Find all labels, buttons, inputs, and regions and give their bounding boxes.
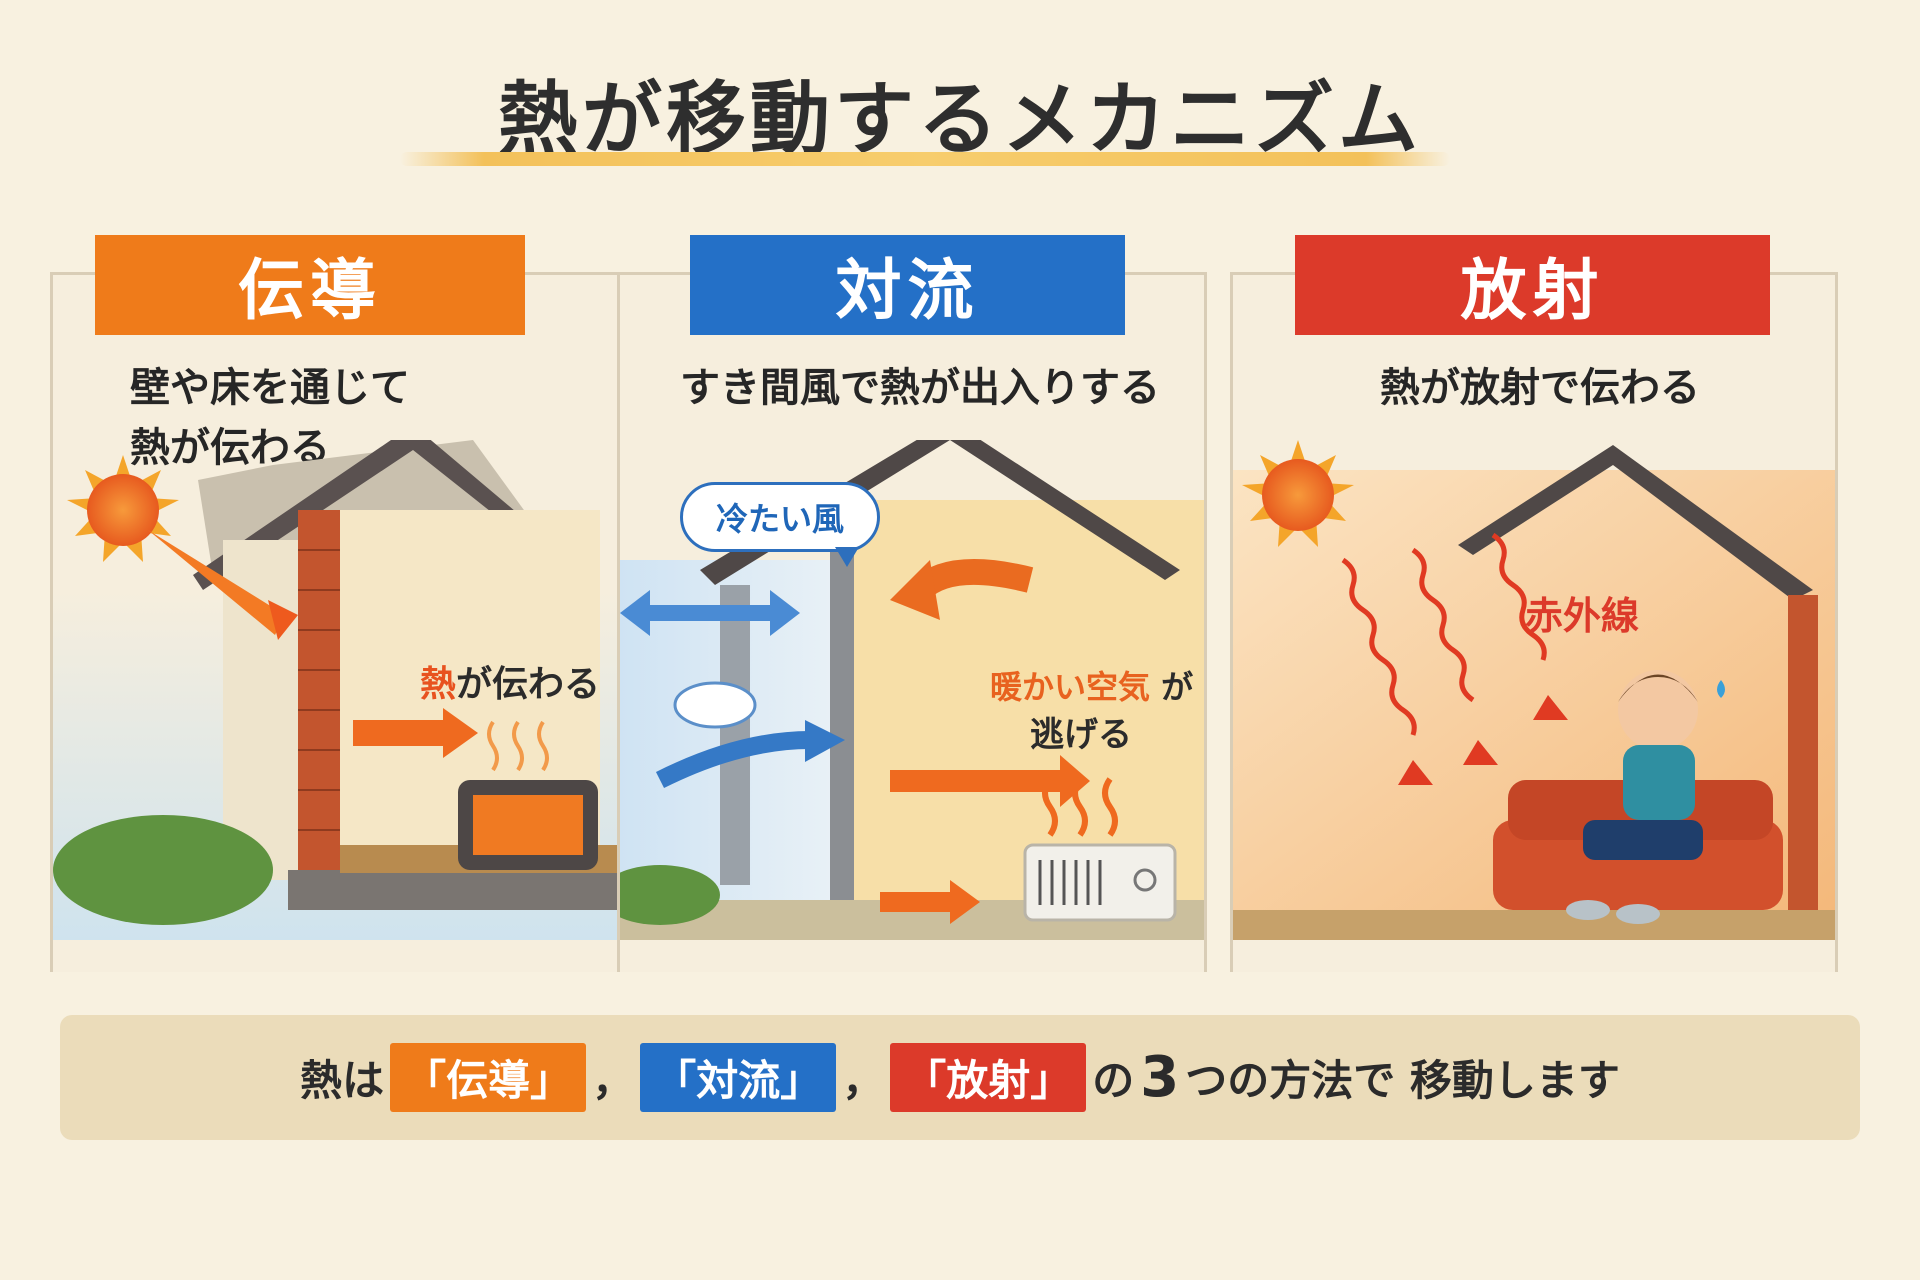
heat-waves-icon [1042,777,1118,837]
person-hair [1618,674,1698,702]
summary-tag-conduction: 「伝導」 [390,1043,587,1112]
description-conduction: 壁や床を通じて 熱が伝わる [130,358,550,478]
cold-draft-double-arrow-icon [620,590,800,636]
heater-glow [473,795,583,855]
summary-tag-radiation: 「放射」 [890,1043,1087,1112]
sun-ray-arrow [148,530,285,635]
summary-prefix: 熱は [300,1056,385,1105]
arrow-head-icon [268,600,298,640]
wave-arrow-head-icon [1533,695,1568,720]
heading-conduction: 伝導 [95,235,525,335]
brick-wall [298,510,340,880]
person-face [1618,670,1698,750]
title-underline [400,152,1450,166]
conduction-scene-label-rest: が伝わる [456,664,601,705]
sun-icon [67,455,179,562]
heat-arrow [353,720,443,746]
conduction-scene-label: 熱が伝わる [420,655,600,707]
warm-air-circulation-arrow-icon [890,559,1034,620]
warm-air-word: 暖かい空気 [990,668,1151,706]
wave-arrow-head-icon [1398,760,1433,785]
warm-air-particle: が [1161,668,1194,706]
warm-air-escape-arrow-icon [890,755,1090,807]
page-title: 熱が移動するメカニズム [498,73,1422,166]
heat-word: 熱 [420,664,457,705]
summary-separator: ， [842,1056,885,1105]
convection-illustration [620,440,1204,940]
summary-suffix: つの方法で 移動します [1185,1056,1620,1105]
summary-separator: ， [592,1056,635,1105]
ac-vent-lines [1038,860,1102,905]
conduction-illustration [53,440,617,940]
floor-base [288,870,617,910]
heading-radiation: 放射 [1295,235,1770,335]
radiation-illustration [1233,440,1835,940]
heat-arrow-head-icon [443,708,478,758]
warm-air-label: 暖かい空気 が [990,662,1193,708]
summary-text: 熱は 「伝導」 ， 「対流」 ， 「放射」 の 3 つの方法で 移動します [60,1015,1860,1140]
sofa-icon [1493,820,1783,910]
bush [53,815,273,925]
sweat-drop-icon [1717,680,1725,698]
escape-label: 逃げる [1030,715,1132,755]
infrared-wave-icon [1341,532,1547,736]
description-convection: すき間風で熱が出入りする [680,365,1160,411]
summary-tag-convection: 「対流」 [640,1043,837,1112]
slipper-icon [1616,904,1660,924]
cold-wind-bubble: 冷たい風 [680,482,880,567]
sun-icon [1242,440,1354,547]
ac-knob-icon [1133,868,1157,892]
wall-section [830,520,854,900]
brick-wall [1788,595,1818,925]
summary-mid: の [1092,1056,1135,1105]
cloud-icon [673,681,757,729]
slipper-icon [1566,900,1610,920]
floor-draft-arrow-icon [880,880,980,924]
brick-lines [298,549,340,831]
outer-post [720,585,750,885]
infrared-label: 赤外線 [1525,594,1640,638]
wave-arrow-head-icon [1463,740,1498,765]
description-radiation: 熱が放射で伝わる [1380,365,1700,411]
cold-wind-arrow-icon [655,720,845,789]
heading-convection: 対流 [690,235,1125,335]
page-title-wrap: 熱が移動するメカニズム [0,55,1920,181]
person-shirt [1623,745,1695,820]
heat-waves-icon [487,720,549,772]
description-line: 壁や床を通じて [130,365,410,411]
bush [620,865,720,925]
summary-number: 3 [1140,1045,1180,1110]
person-pants [1583,820,1703,860]
roof-icon [1458,445,1813,600]
floor [1233,910,1835,940]
